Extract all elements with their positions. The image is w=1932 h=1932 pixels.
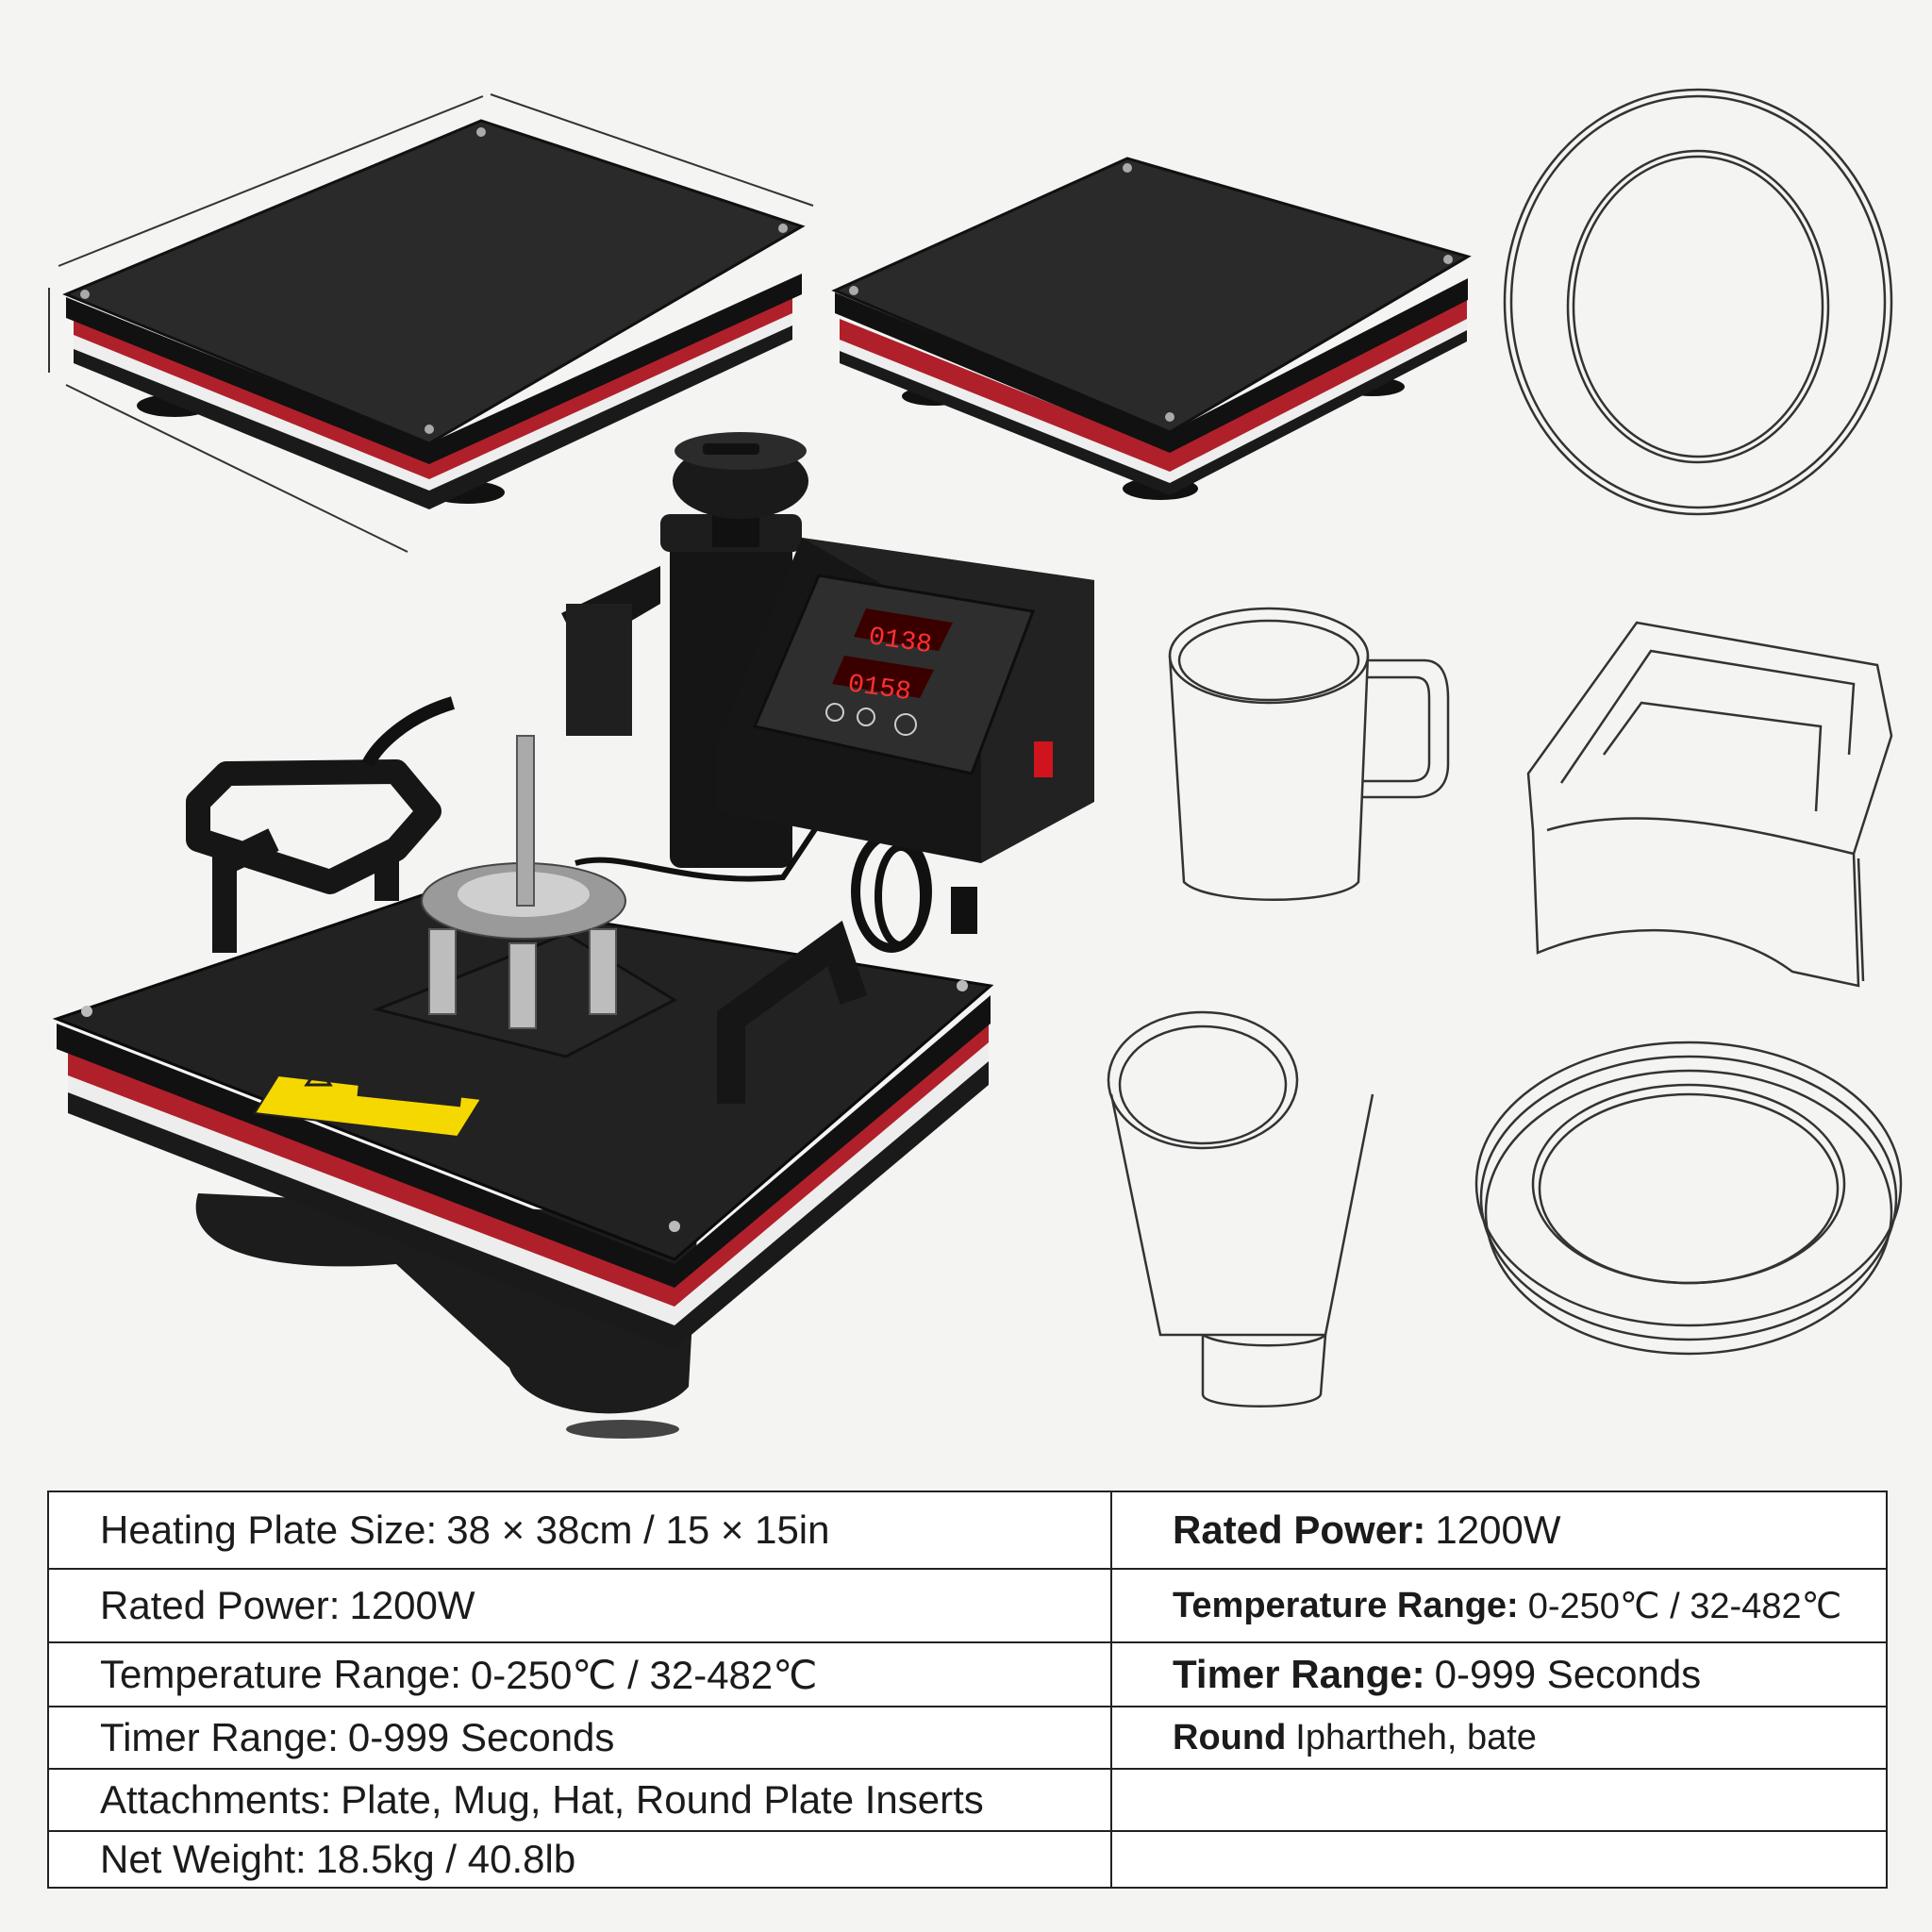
spec-column-left: Heating Plate Size: 38 × 38cm / 15 × 15i… <box>49 1492 1112 1887</box>
spec-label: Rated Power: <box>100 1583 341 1627</box>
spec-row: Heating Plate Size: 38 × 38cm / 15 × 15i… <box>49 1492 1110 1570</box>
spec-label: Timer Range: <box>100 1715 339 1759</box>
spec-value: 18.5kg / 40.8lb <box>315 1837 576 1881</box>
spec-label: Temperature Range: <box>1173 1585 1519 1625</box>
spec-label: Net Weight: <box>100 1837 307 1881</box>
large-heat-plate <box>62 119 806 509</box>
spec-row: Temperature Range: 0-250℃ / 32-482℃ <box>1112 1570 1886 1643</box>
spec-label: Temperature Range: <box>100 1652 461 1696</box>
spec-row: Temperature Range: 0-250℃ / 32-482℃ <box>49 1643 1110 1707</box>
dimension-lines <box>48 93 814 553</box>
spec-row-empty <box>1112 1770 1886 1832</box>
round-plate-small-outline <box>1474 1041 1903 1356</box>
spec-row: Attachments: Plate, Mug, Hat, Round Plat… <box>49 1770 1110 1832</box>
spec-row: Net Weight: 18.5kg / 40.8lb <box>49 1832 1110 1887</box>
spec-row: Timer Range: 0-999 Seconds <box>49 1707 1110 1770</box>
spec-table: Heating Plate Size: 38 × 38cm / 15 × 15i… <box>47 1491 1888 1889</box>
spec-label: Heating Plate Size: <box>100 1507 438 1552</box>
spec-column-right: Rated Power: 1200W Temperature Range: 0-… <box>1112 1492 1886 1887</box>
spec-value: Plate, Mug, Hat, Round Plate Inserts <box>341 1777 984 1822</box>
spec-label: Round <box>1173 1717 1287 1757</box>
hat-attachment-outline <box>1526 621 1893 988</box>
spec-row: Timer Range: 0-999 Seconds <box>1112 1643 1886 1707</box>
spec-value: Iphartheh, bate <box>1295 1717 1537 1757</box>
mug-attachment-outline <box>1168 607 1450 901</box>
spec-value: 1200W <box>349 1583 475 1627</box>
spec-value: 0-999 Seconds <box>347 1715 615 1759</box>
spec-value: 0-250℃ / 32-482℃ <box>470 1652 818 1697</box>
spec-value: 1200W <box>1435 1507 1561 1552</box>
spec-label: Attachments: <box>100 1777 332 1822</box>
spec-row: Rated Power: 1200W <box>1112 1492 1886 1570</box>
spec-value: 0-250℃ / 32-482℃ <box>1527 1586 1842 1626</box>
spec-label: Rated Power: <box>1173 1507 1426 1552</box>
spec-row: Round Iphartheh, bate <box>1112 1707 1886 1770</box>
product-illustration: 0138 0158 <box>48 88 1903 1439</box>
spec-row: Rated Power: 1200W <box>49 1570 1110 1643</box>
heat-press-machine: 0138 0158 <box>52 432 1094 1439</box>
spec-value: 38 × 38cm / 15 × 15in <box>446 1507 830 1552</box>
medium-heat-plate <box>831 157 1472 500</box>
round-plate-large-outline <box>1503 88 1893 516</box>
spec-row-empty <box>1112 1832 1886 1887</box>
cup-attachment-outline <box>1107 1010 1374 1407</box>
spec-label: Timer Range: <box>1173 1652 1425 1696</box>
spec-value: 0-999 Seconds <box>1434 1652 1702 1696</box>
